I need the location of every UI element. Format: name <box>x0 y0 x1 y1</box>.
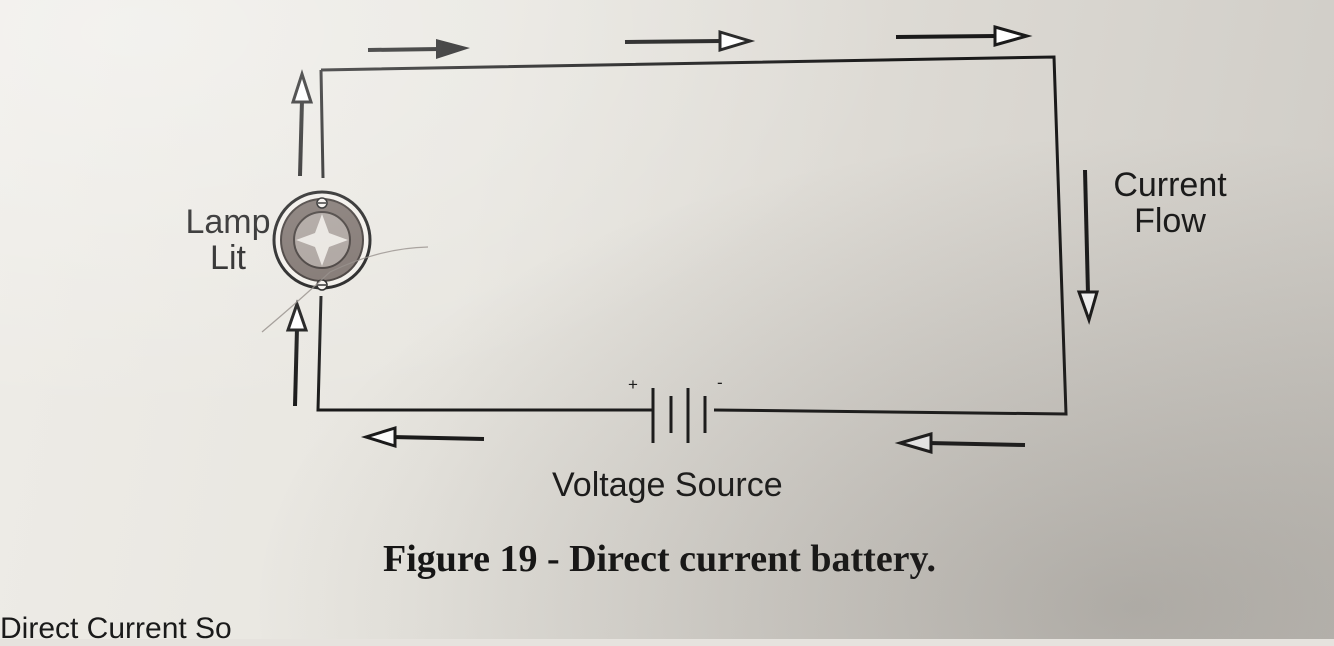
battery-symbol <box>651 388 707 443</box>
battery-minus-sign: - <box>717 373 723 392</box>
bottom-arrow-right <box>894 432 1026 454</box>
figure-caption: Figure 19 - Direct current battery. <box>383 538 936 580</box>
current-label-line2: Flow <box>1134 202 1206 240</box>
top-arrow-3 <box>895 25 1033 47</box>
current-label-line1: Current <box>1113 166 1227 204</box>
lamp-icon <box>272 190 372 291</box>
current-flow-label: Current Flow <box>1100 167 1240 239</box>
paper-fold-mark <box>261 246 429 333</box>
circuit-wire <box>316 55 1068 416</box>
lamp-label-line1: Lamp <box>185 203 271 241</box>
lamp-label-line2: Lit <box>210 239 246 277</box>
lamp-label: Lamp Lit <box>168 204 288 276</box>
current-flow-arrow <box>1076 169 1099 325</box>
top-arrow-2 <box>624 29 756 53</box>
battery-plus-sign: + <box>628 375 638 394</box>
voltage-source-label: Voltage Source <box>552 466 783 504</box>
footer-partial-heading: Direct Current So <box>0 612 232 645</box>
top-arrow-1 <box>367 39 470 59</box>
bottom-arrow-left <box>360 425 485 449</box>
left-arrow-lower <box>285 299 309 407</box>
left-arrow-upper <box>290 69 314 177</box>
